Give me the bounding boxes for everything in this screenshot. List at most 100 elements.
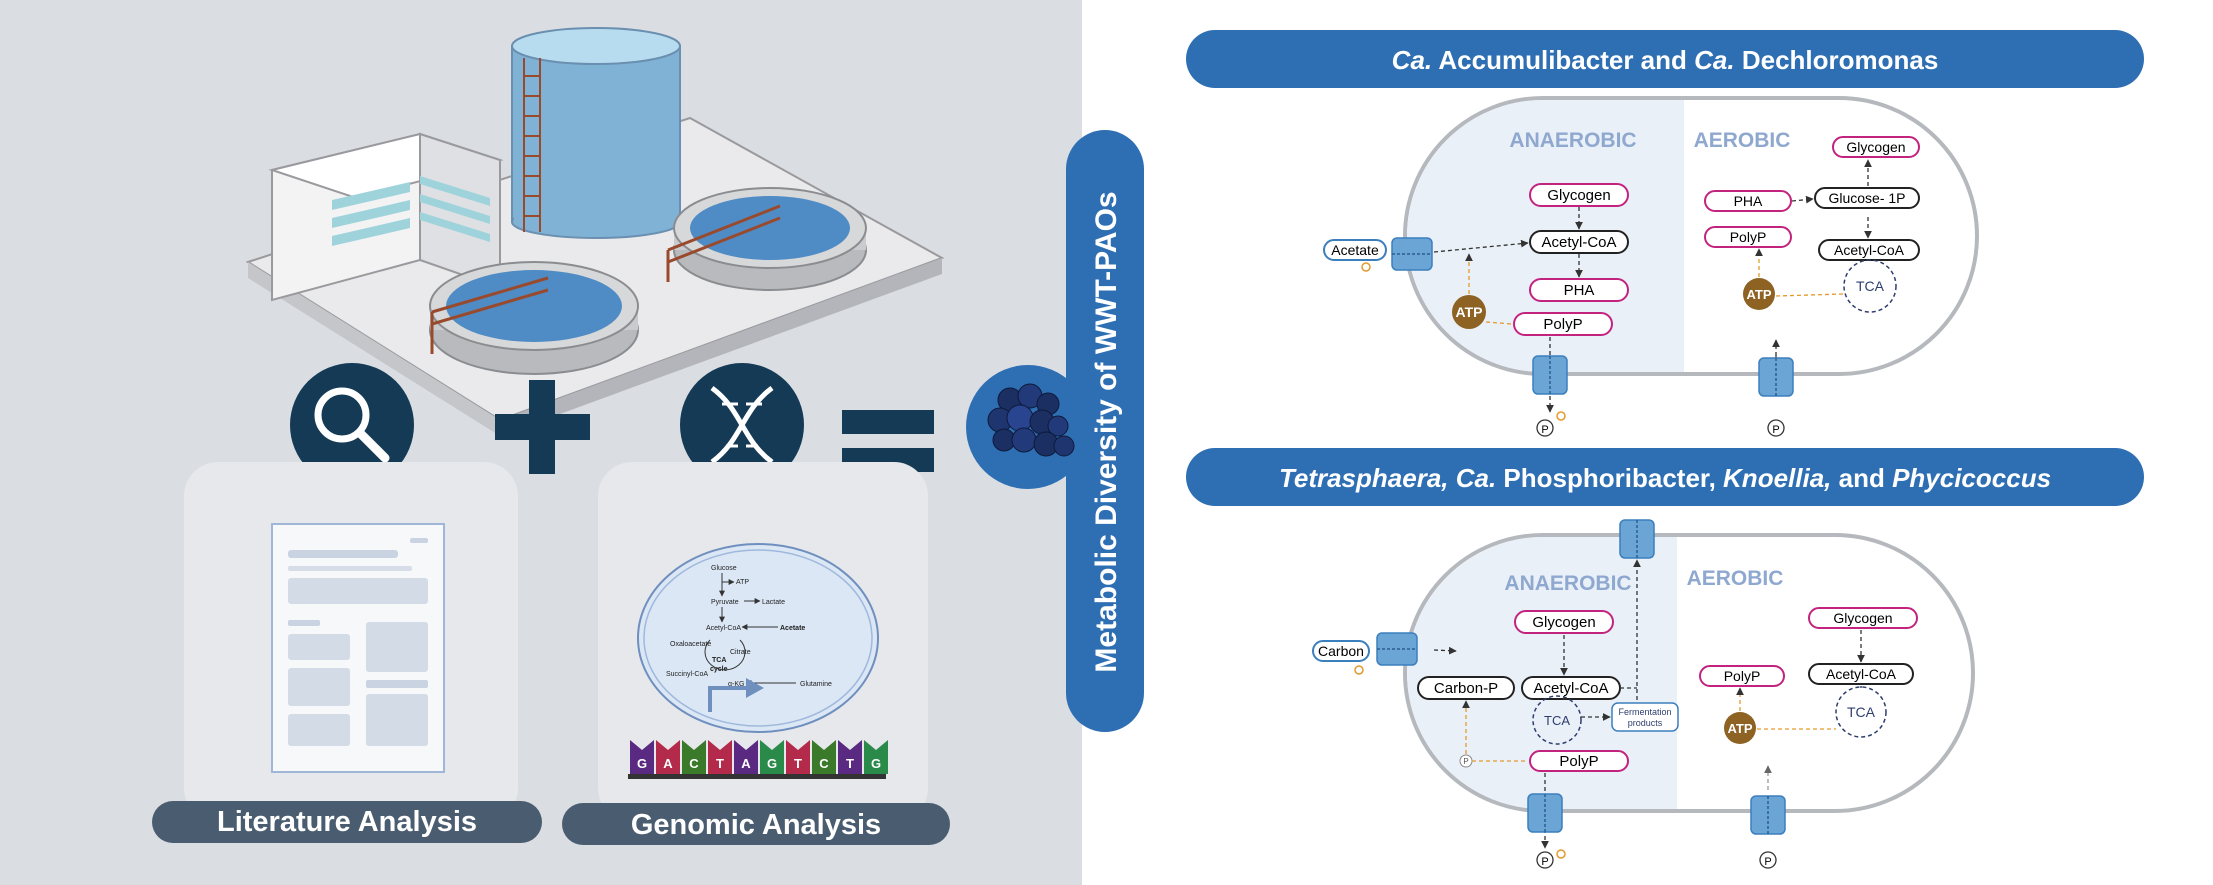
top-ae-atp: ATP [1746, 287, 1771, 302]
top-acetate: Acetate [1331, 242, 1379, 258]
bottom-header-pill [1186, 448, 2144, 506]
top-ae-glucose-1p: Glucose- 1P [1828, 190, 1905, 206]
dna-letter-tile [682, 740, 706, 774]
bottom-ae-acetyl-coa: Acetyl-CoA [1826, 666, 1897, 682]
treatment-plant-illustration [245, 27, 945, 436]
bottom-an-carbon-p-box [1417, 676, 1515, 700]
top-p-out-charge-icon [1556, 411, 1566, 421]
top-an-polyp: PolyP [1543, 316, 1582, 333]
top-an-pha-box [1529, 278, 1629, 302]
bacteria-cluster-icon [987, 383, 1075, 457]
bottom-fermentation-line2: products [1628, 718, 1663, 728]
clarifier-right [666, 187, 867, 291]
bottom-an-tca: TCA [1544, 713, 1570, 728]
bottom-ae-glycogen: Glycogen [1833, 610, 1892, 626]
bottom-ae-phosphate-channel-icon [1750, 795, 1786, 835]
genomic-analysis-label: Genomic Analysis [631, 809, 881, 841]
top-ae-tca: TCA [1856, 278, 1885, 294]
bottom-p-out: P [1541, 856, 1548, 868]
dna-letter: G [871, 756, 881, 771]
top-ae-glycogen-box [1832, 136, 1920, 158]
plant-platform-side-right [500, 258, 942, 436]
top-anaerobic-label: ANAEROBIC [1509, 129, 1636, 152]
top-p-out-circle [1536, 419, 1554, 437]
top-an-atp-circle [1452, 295, 1486, 329]
top-p-in: P [1772, 424, 1779, 436]
banner-pill [1066, 130, 1144, 732]
dna-letter: A [663, 756, 673, 771]
top-ae-pha: PHA [1734, 193, 1763, 209]
literature-card [184, 462, 518, 822]
top-ae-atp-circle [1743, 278, 1775, 310]
genomic-analysis-pill: Genomic Analysis [562, 803, 950, 845]
bottom-an-carbon-p: Carbon-P [1434, 680, 1498, 697]
pathway-akg: α-KG [728, 681, 745, 688]
top-ae-tca-circle [1843, 259, 1897, 313]
top-an-acetyl-coa: Acetyl-CoA [1541, 234, 1616, 251]
bottom-carbon: Carbon [1318, 643, 1364, 659]
bottom-ae-polyp: PolyP [1724, 668, 1761, 684]
dna-letter: C [689, 756, 699, 771]
storage-tank [511, 27, 681, 239]
bottom-anaerobic-region [1407, 537, 1677, 809]
pathway-glutamine: Glutamine [800, 681, 832, 688]
bottom-an-glycogen-box [1514, 610, 1614, 634]
dna-letter-tile [708, 740, 732, 774]
top-acetate-channel-icon [1391, 237, 1433, 271]
bottom-header-title: Tetrasphaera, Ca. Phosphoribacter, Knoel… [1279, 463, 2051, 493]
dna-letter-tile [864, 740, 888, 774]
dna-letter-tile [786, 740, 810, 774]
pathway-lactate: Lactate [762, 599, 785, 606]
bottom-an-phosphate-channel-icon [1527, 793, 1563, 833]
top-p-out: P [1541, 424, 1548, 436]
left-panel: Glucose ATP Pyruvate Lactate Acetyl-CoA … [0, 0, 1082, 885]
literature-analysis-label: Literature Analysis [217, 806, 477, 838]
dna-letter: G [637, 756, 647, 771]
bottom-ae-tca: TCA [1847, 704, 1876, 720]
bottom-an-polyp-box [1529, 750, 1629, 772]
bottom-carbon-channel-icon [1376, 632, 1418, 666]
bottom-ae-atp: ATP [1727, 721, 1752, 736]
bottom-aerobic-label: AEROBIC [1687, 567, 1784, 590]
cell-pathway-diagram: Glucose ATP Pyruvate Lactate Acetyl-CoA … [637, 543, 879, 733]
plant-platform-side-left [248, 262, 500, 436]
pathway-tca: TCA [712, 657, 726, 664]
top-aerobic-label: AEROBIC [1694, 129, 1791, 152]
top-an-glycogen-box [1529, 183, 1629, 207]
bottom-ae-polyp-box [1699, 665, 1785, 687]
bottom-fermentation-box [1611, 702, 1679, 732]
top-an-acetyl-coa-box [1529, 230, 1629, 254]
pathway-oxaloacetate: Oxaloacetate [670, 641, 711, 648]
dna-letter: T [846, 756, 854, 771]
pathway-acetyl-coa: Acetyl-CoA [706, 625, 741, 632]
literature-analysis-pill: Literature Analysis [152, 801, 542, 843]
dna-letter-tile [760, 740, 784, 774]
dna-letter: T [794, 756, 802, 771]
plus-sign [495, 380, 590, 474]
pathway-acetate: Acetate [780, 625, 805, 632]
bottom-ae-glycogen-box [1808, 607, 1918, 629]
bottom-p-out-charge-icon [1556, 849, 1566, 859]
bottom-carbon-box [1312, 640, 1370, 662]
top-acetate-box [1323, 239, 1387, 261]
dna-letter: G [767, 756, 777, 771]
top-an-polyp-box [1513, 312, 1613, 336]
pathway-citrate: Citrate [730, 649, 751, 656]
bottom-an-tca-circle [1532, 695, 1582, 745]
bottom-small-p: P [1463, 757, 1468, 766]
top-ae-pha-box [1704, 190, 1792, 212]
top-ae-polyp-box [1704, 226, 1792, 248]
top-an-atp: ATP [1456, 304, 1483, 320]
bottom-fermentation-line1: Fermentation [1618, 707, 1671, 717]
top-acetate-charge-icon [1361, 262, 1371, 272]
top-ae-phosphate-channel-icon [1758, 357, 1794, 397]
bottom-ae-atp-circle [1724, 712, 1756, 744]
bottom-an-polyp: PolyP [1559, 753, 1598, 770]
pathway-pyruvate: Pyruvate [711, 599, 739, 606]
bottom-p-in-circle [1759, 851, 1777, 869]
dna-letter-tile [734, 740, 758, 774]
top-header-pill [1186, 30, 2144, 88]
top-ae-glycogen: Glycogen [1846, 139, 1905, 155]
